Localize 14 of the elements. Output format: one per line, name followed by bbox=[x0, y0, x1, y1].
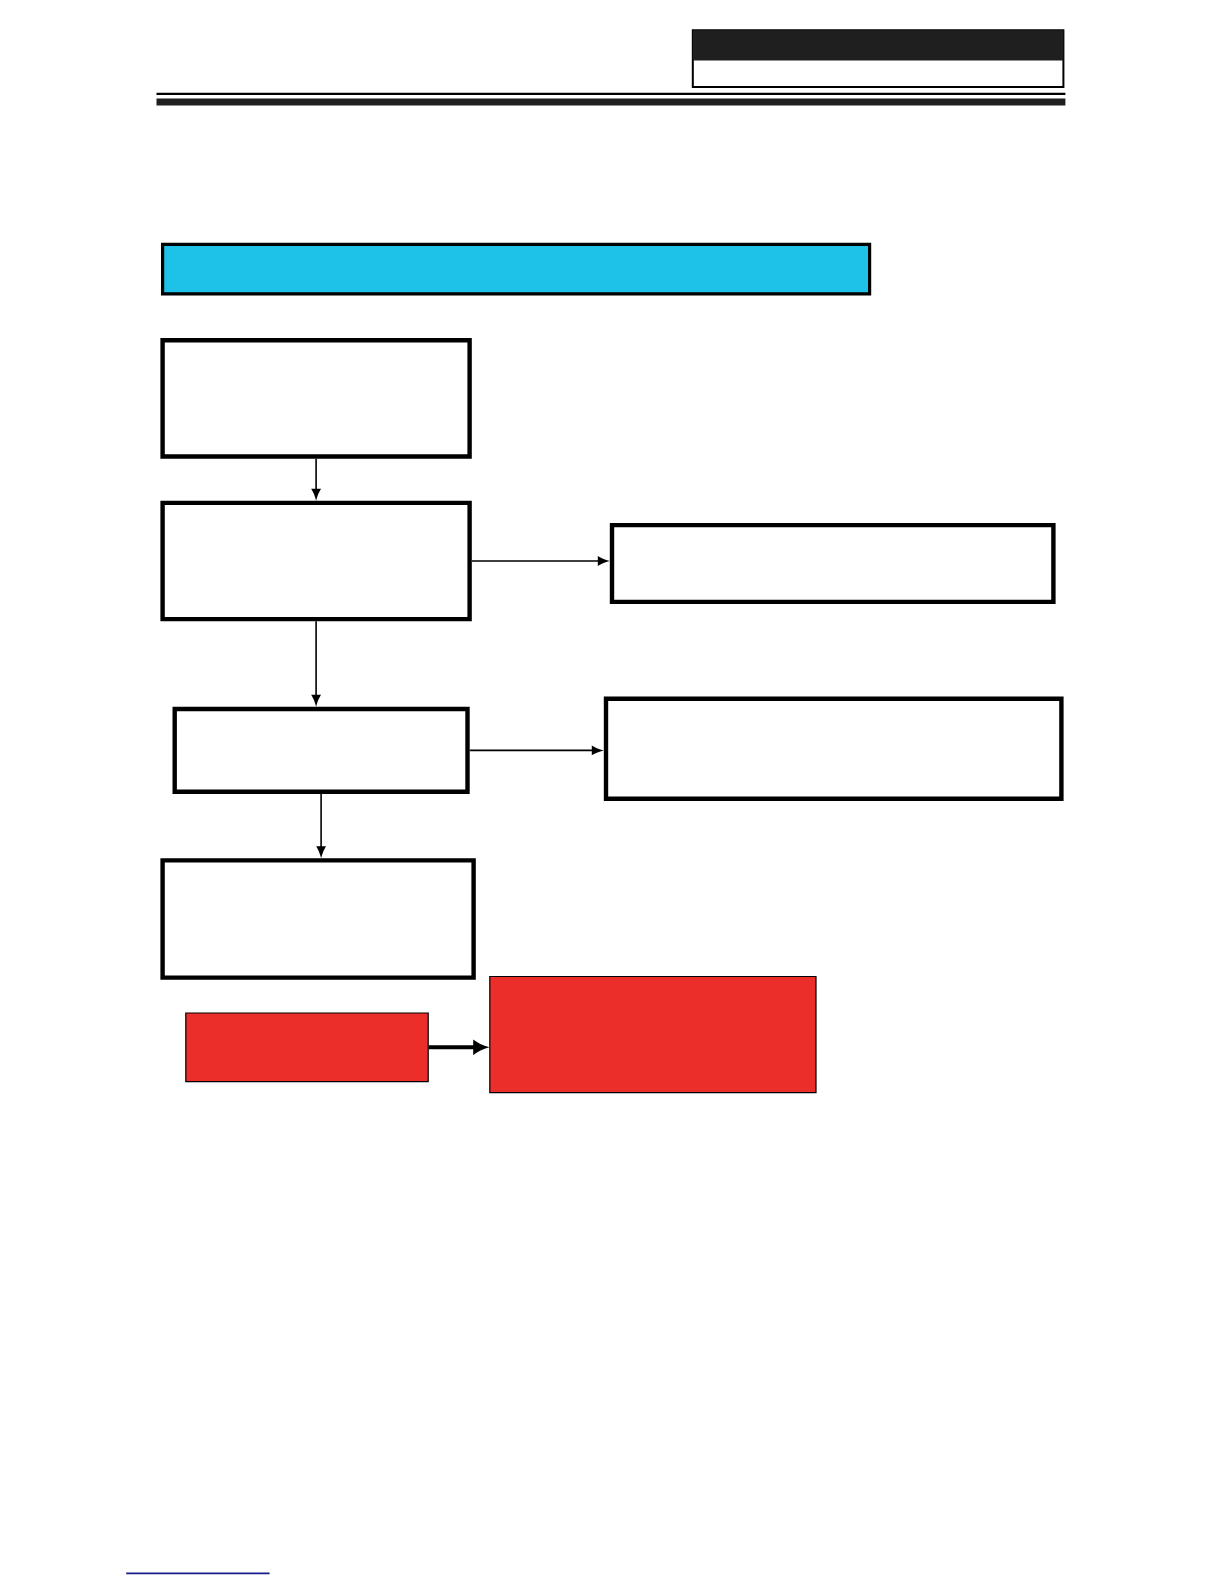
warning-box bbox=[489, 975, 817, 1094]
warning-box bbox=[185, 1012, 429, 1083]
process-box bbox=[609, 522, 1056, 605]
arrow bbox=[471, 556, 608, 566]
arrow bbox=[316, 793, 326, 856]
arrow bbox=[311, 620, 321, 705]
arrow bbox=[311, 457, 321, 499]
process-box bbox=[160, 858, 476, 980]
process-box bbox=[603, 696, 1064, 801]
process-box bbox=[172, 706, 470, 794]
process-box bbox=[160, 500, 472, 622]
arrow bbox=[468, 746, 602, 755]
banner-bar bbox=[161, 242, 872, 296]
process-box bbox=[160, 338, 472, 459]
